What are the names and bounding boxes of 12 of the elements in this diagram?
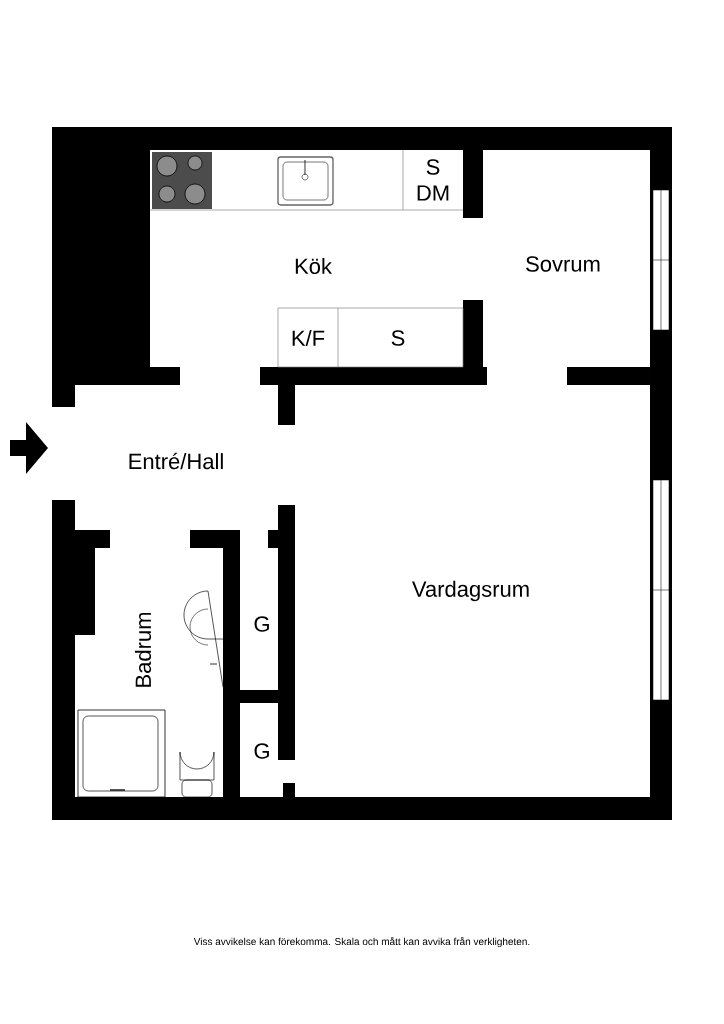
fixture-label: G xyxy=(254,743,269,759)
fixture-label: DM xyxy=(417,185,449,201)
fixture-label: S xyxy=(391,330,405,346)
fixture-label: G xyxy=(254,616,269,632)
fixture-label: S xyxy=(426,159,440,175)
room-label: Entré/Hall xyxy=(129,452,223,470)
room-label: Sovrum xyxy=(526,256,600,272)
fixture-label: K/F xyxy=(292,329,325,347)
disclaimer-text: Viss avvikelse kan förekomma. Skala och mått kan avvika från verkligheten. xyxy=(193,936,530,948)
room-label: Kök xyxy=(295,257,332,275)
room-label: Badrum xyxy=(134,612,152,687)
room-label: Vardagsrum xyxy=(412,580,529,602)
